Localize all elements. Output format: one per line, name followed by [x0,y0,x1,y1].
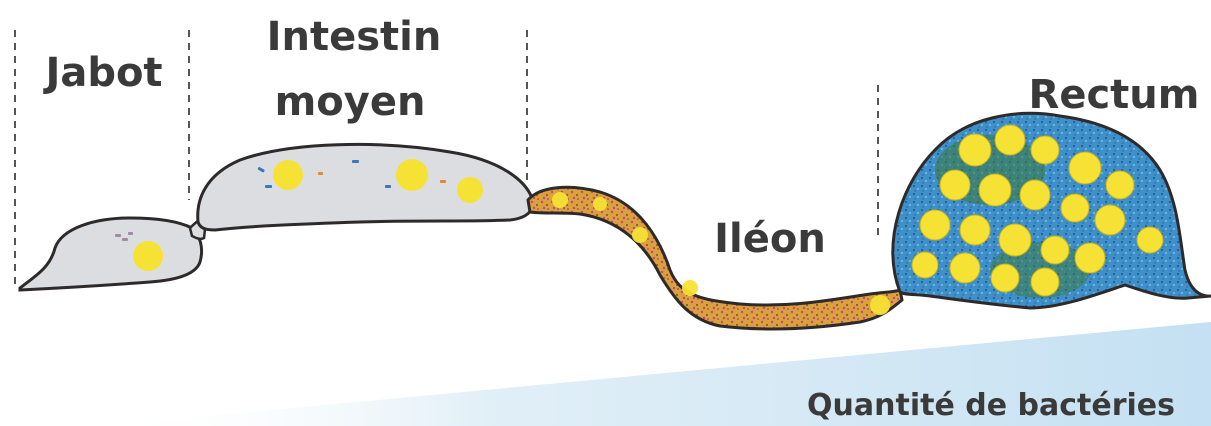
label-intestin-line1: Intestin [267,14,442,60]
label-rectum: Rectum [1029,72,1200,118]
label-intestin-line2: moyen [275,79,426,125]
jabot-bacterium [133,241,163,271]
label-ileon: Iléon [714,216,826,262]
label-jabot: Jabot [42,50,162,96]
jabot-shape [20,218,202,290]
label-quantite-bacteries: Quantité de bactéries [807,388,1175,423]
